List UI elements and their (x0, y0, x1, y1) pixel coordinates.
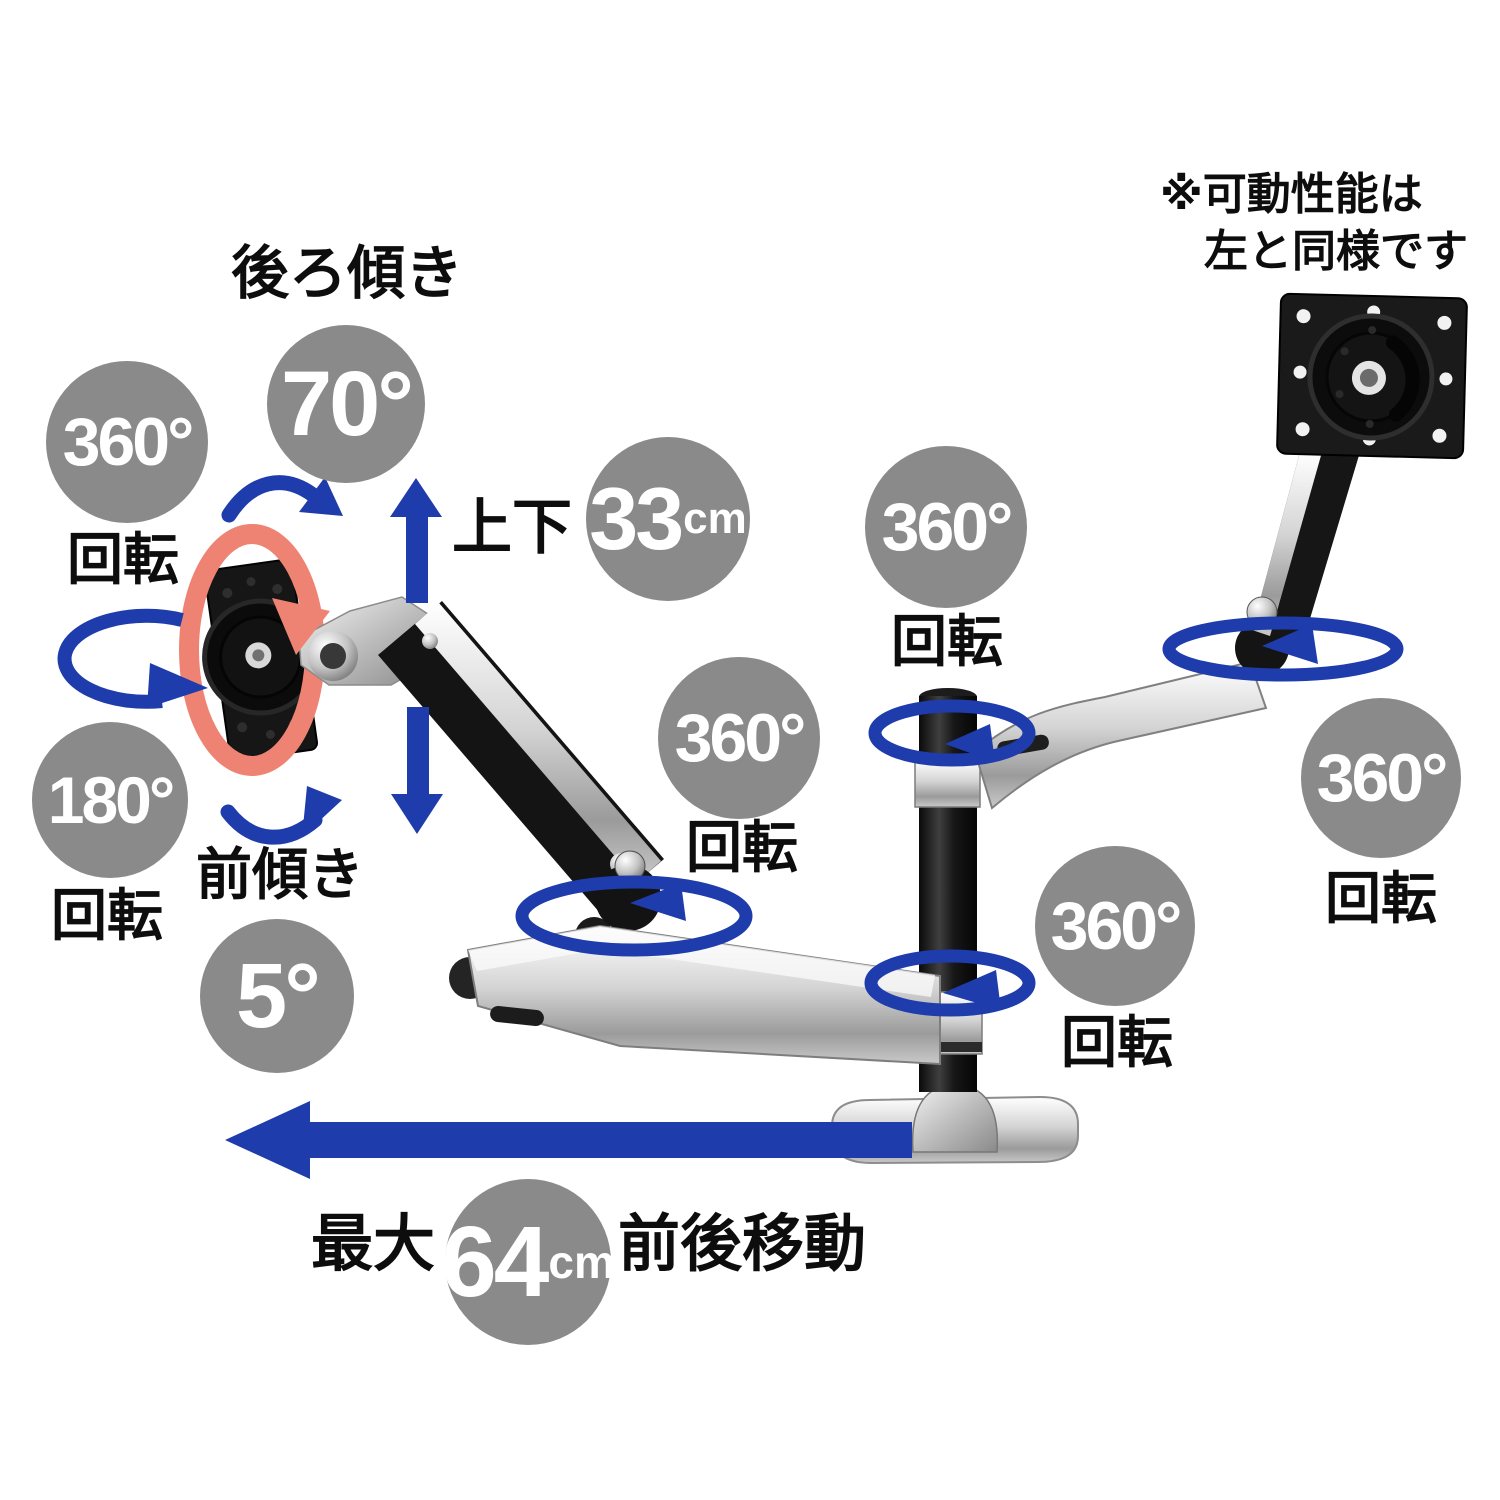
pole-top-rotation-arrow (868, 699, 1036, 767)
pole-bottom-rotation-arrow (864, 949, 1036, 1017)
note-block: ※可動性能は 左と同様です (1160, 166, 1468, 280)
badge-value: 64 (441, 1206, 549, 1318)
reach-caption: 前後移動 (617, 1210, 867, 1279)
left-elbow-rotation-arrow (515, 875, 753, 957)
right-elbow-rotation-label: 回転 (1325, 867, 1437, 930)
lift-down-arrow (391, 707, 443, 834)
note-line-1: ※可動性能は (1160, 170, 1423, 219)
badge-tilt-back: 70° (267, 325, 425, 483)
badge-tilt-forward: 5° (200, 919, 354, 1073)
red-rotation-arrowhead (272, 598, 330, 655)
badge-vesa-rotation: 360° (46, 361, 208, 523)
right-elbow-rotation-arrow (1162, 616, 1404, 682)
lift-up-arrow (390, 478, 442, 603)
badge-value: 360° (62, 404, 195, 480)
pole-top-rotation-label: 回転 (891, 610, 1003, 673)
vesa-rotation-label: 回転 (67, 528, 179, 591)
upper-arm (378, 601, 664, 913)
right-arm-unit (973, 292, 1468, 810)
pan-rotation-arrow (57, 608, 208, 709)
front-tilt-caption: 前傾き (196, 843, 364, 906)
forward-tilt-arrow (220, 786, 342, 845)
reach-arrow (225, 1101, 912, 1179)
right-vesa-plate (1276, 292, 1468, 460)
badge-right-elbow-rotation: 360° (1301, 698, 1461, 858)
note-line-2: 左と同様です (1204, 227, 1468, 276)
badge-value: 360° (1316, 740, 1449, 816)
pole-bottom-rotation-label: 回転 (1061, 1011, 1173, 1074)
badge-unit: cm (548, 1236, 615, 1288)
up-down-caption: 上下 (452, 494, 572, 561)
pan-rotation-label: 回転 (51, 884, 163, 947)
badge-pole-bottom-rotation: 360° (1035, 846, 1195, 1006)
badge-value: 5° (236, 945, 321, 1047)
arm-mid-rotation-label: 回転 (686, 816, 798, 879)
badge-value: 360° (674, 700, 807, 776)
badge-pan-rotation: 180° (32, 722, 188, 878)
badge-pole-top-rotation: 360° (865, 446, 1027, 608)
badge-value: 70° (280, 353, 414, 455)
badge-value: 360° (881, 489, 1014, 565)
badge-value: 360° (1050, 888, 1183, 964)
back-tilt-arrow (221, 475, 343, 523)
badge-value: 180° (47, 763, 176, 837)
back-tilt-caption: 後ろ傾き (230, 241, 464, 306)
badge-arm-mid-rotation: 360° (658, 657, 820, 819)
pole-top-collar (914, 759, 981, 808)
badge-value: 33 (589, 469, 684, 568)
max-caption: 最大 (310, 1210, 436, 1279)
badge-unit: cm (683, 494, 747, 543)
